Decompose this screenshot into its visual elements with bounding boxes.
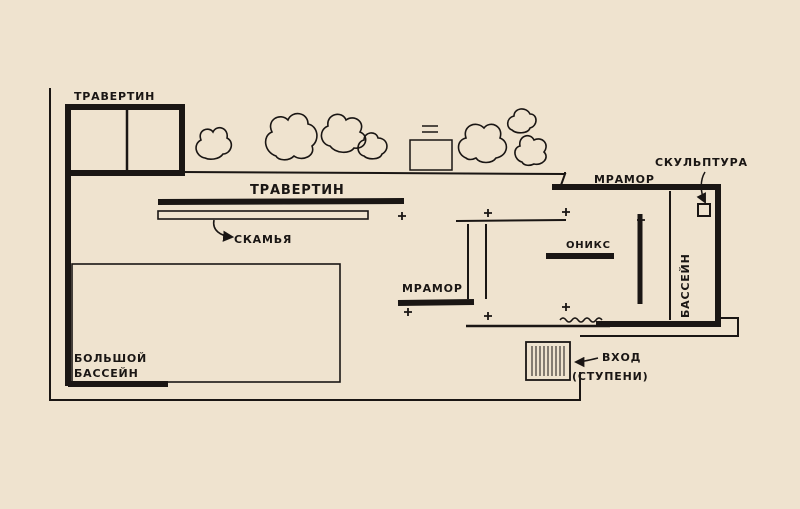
label-entrance-line1: ВХОД — [602, 351, 641, 364]
arrow-icon — [212, 219, 235, 242]
label-marble-right: МРАМОР — [594, 173, 655, 186]
glass-wall — [455, 219, 567, 299]
label-bench: СКАМЬЯ — [234, 233, 292, 246]
sculpture-icon — [697, 203, 711, 217]
entrance-arrow-icon — [573, 356, 599, 368]
wave-line — [559, 317, 603, 323]
marble-enclosure — [466, 184, 721, 328]
label-small-pool: БАССЕЙН — [679, 253, 692, 318]
big-pool — [71, 263, 341, 383]
garden-structure — [409, 125, 453, 171]
podium-outline — [49, 88, 739, 401]
label-big-pool-line1: БОЛЬШОЙ — [74, 352, 147, 365]
label-big-pool-line2: БАССЕЙН — [74, 367, 139, 380]
travertine-enclosure — [65, 104, 185, 176]
label-onyx: ОНИКС — [566, 240, 611, 251]
travertine-wall — [157, 198, 405, 205]
sculpture-arrow-icon — [696, 171, 706, 204]
bench — [157, 210, 369, 220]
label-sculpture: СКУЛЬПТУРА — [655, 156, 748, 169]
label-travertine-mid: ТРАВЕРТИН — [250, 183, 345, 198]
steps-icon — [525, 341, 571, 381]
label-entrance-line2: (СТУПЕНИ) — [572, 370, 648, 383]
marble-wall-left — [397, 299, 475, 306]
column-cross-icon — [398, 208, 645, 320]
label-marble-left: МРАМОР — [402, 282, 463, 295]
tree-icon — [195, 108, 547, 167]
label-travertine-top: ТРАВЕРТИН — [74, 90, 155, 103]
